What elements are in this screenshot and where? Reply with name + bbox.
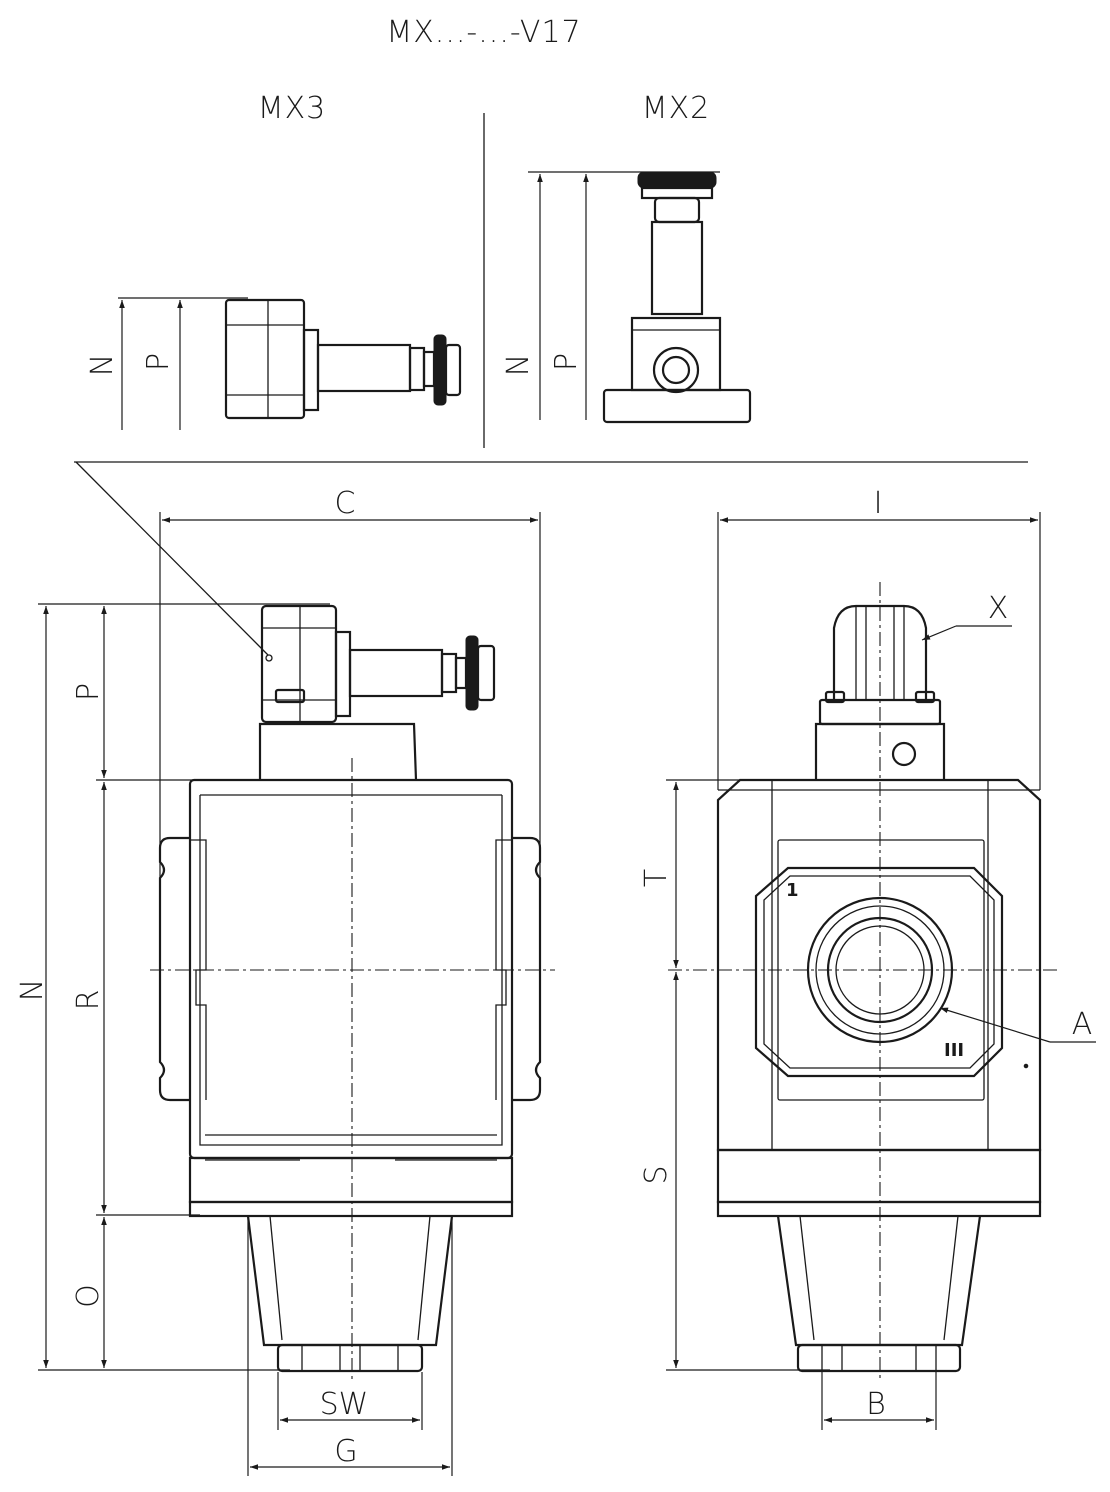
callout-label-X: X <box>988 591 1009 626</box>
dim-label-G: G <box>334 1434 357 1469</box>
inset-views: MX3 MX2 N P N P <box>74 91 1028 463</box>
leader-dot <box>265 654 273 662</box>
dim-label-R: R <box>71 990 106 1011</box>
dim-label-T: T <box>639 869 674 887</box>
callout-label-A: A <box>1072 1007 1093 1042</box>
dim-label-C: C <box>335 486 356 521</box>
drawing-title: MX...-...-V17 <box>386 15 581 50</box>
port-mark-inlet: 1 <box>786 880 799 901</box>
view-label-mx2: MX2 <box>642 91 711 126</box>
mx2-dim-N: N <box>501 354 536 376</box>
view-label-mx3: MX3 <box>258 91 327 126</box>
port-mark-outlet: III <box>944 1040 964 1061</box>
mx3-dim-P: P <box>141 353 176 371</box>
dim-label-I: I <box>874 486 883 521</box>
side-view: C N P R O <box>15 486 555 1476</box>
body-dot <box>1023 1063 1029 1069</box>
dim-label-O: O <box>71 1284 106 1308</box>
front-view: I T S 1 III <box>639 486 1096 1430</box>
mx2-dim-P: P <box>549 353 584 371</box>
mx3-solenoid: N P <box>85 297 462 430</box>
dim-label-S: S <box>639 1165 674 1184</box>
detail-leader <box>75 461 269 656</box>
mx3-dim-N: N <box>85 354 120 376</box>
mx2-solenoid: N P <box>501 171 752 424</box>
dim-label-B: B <box>866 1387 886 1422</box>
dim-label-N: N <box>15 979 50 1001</box>
dim-label-P: P <box>71 683 106 701</box>
dim-label-SW: SW <box>320 1387 369 1422</box>
